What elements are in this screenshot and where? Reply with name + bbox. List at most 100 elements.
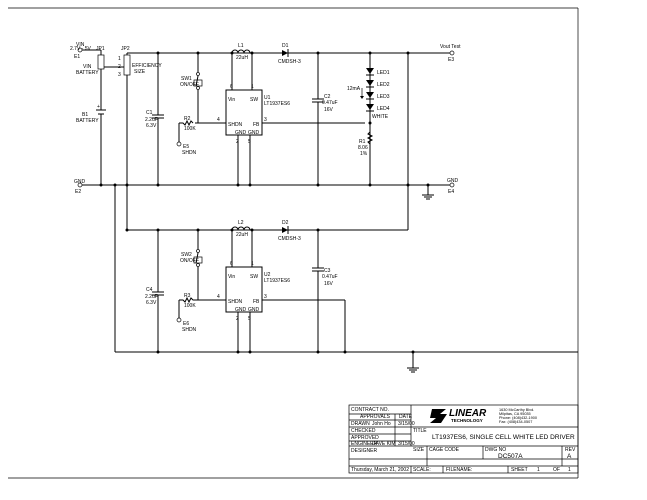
u1-pin-gnd2: GND bbox=[248, 130, 260, 136]
dwg-no-label: DWG NO bbox=[485, 447, 506, 453]
r1-label: R1 bbox=[359, 139, 366, 145]
jumper-jp1[interactable] bbox=[97, 54, 105, 70]
ic-u2 bbox=[225, 266, 263, 313]
terminal-e4[interactable] bbox=[449, 182, 455, 188]
terminal-e2[interactable] bbox=[77, 182, 83, 188]
diode-d2 bbox=[282, 227, 288, 233]
u2-label: U2 bbox=[264, 272, 271, 278]
jp1-battery-pin: BATTERY bbox=[76, 70, 99, 76]
u1-pin-sw: SW bbox=[250, 97, 258, 103]
r2-value: 100K bbox=[184, 126, 196, 132]
led-3 bbox=[366, 92, 374, 100]
svg-text:TECHNOLOGY: TECHNOLOGY bbox=[451, 418, 483, 423]
cage-code-label: CAGE CODE bbox=[429, 447, 460, 453]
ic-u1 bbox=[225, 89, 263, 136]
terminal-e5[interactable] bbox=[176, 141, 182, 147]
led4-label: LED4 bbox=[377, 106, 390, 112]
engineer-date: 3/15/00 bbox=[398, 441, 415, 447]
terminal-e6[interactable] bbox=[176, 317, 182, 323]
c3-volt: 16V bbox=[324, 281, 334, 287]
c3-value: 0.47uF bbox=[322, 274, 338, 280]
u2-pin-gnd: GND bbox=[235, 307, 247, 313]
jumper-jp2[interactable] bbox=[123, 54, 131, 76]
engineer-label: ENGINEER bbox=[351, 441, 378, 447]
sw1-mode: ON/OFF bbox=[180, 82, 199, 88]
c4-value: 2.2uF bbox=[145, 294, 158, 300]
led1-label: LED1 bbox=[377, 70, 390, 76]
r1-tol: 1% bbox=[360, 151, 368, 157]
battery-plus: + bbox=[97, 104, 100, 110]
shdn-bottom: SHDN bbox=[182, 327, 197, 333]
r2-label: R2 bbox=[184, 116, 191, 122]
sw2-mode: ON/OFF bbox=[180, 258, 199, 264]
title-label: TITLE bbox=[413, 428, 427, 434]
l2-label: L2 bbox=[238, 220, 244, 226]
engineer-name: DAVE KIM bbox=[372, 441, 396, 447]
u2-pin-fb: FB bbox=[253, 299, 260, 305]
jp1-vin-pin: VIN bbox=[83, 64, 92, 70]
inductor-l2 bbox=[231, 226, 251, 231]
jp2-pin1: 1 bbox=[118, 56, 121, 62]
phone: Phone: (408)432-1900 bbox=[499, 416, 537, 420]
u1-pin-vin: Vin bbox=[228, 97, 235, 103]
terminal-e3[interactable] bbox=[449, 50, 455, 56]
led-2 bbox=[366, 80, 374, 88]
b1-type: BATTERY bbox=[76, 118, 99, 124]
drawn-by: John Ho bbox=[372, 421, 391, 427]
approved-label: APPROVED bbox=[351, 435, 379, 441]
u1-pin-shdn: SHDN bbox=[228, 122, 243, 128]
d1-part: CMDSH-3 bbox=[278, 59, 301, 65]
u2-part: LT1937ES6 bbox=[264, 278, 290, 284]
c1-volt: 6.3V bbox=[146, 123, 157, 129]
e3-label: E3 bbox=[448, 57, 454, 63]
c2-value: 0.47uF bbox=[322, 100, 338, 106]
d1-label: D1 bbox=[282, 43, 289, 49]
address-line1: 1630 McCarthy Blvd. bbox=[499, 408, 534, 412]
d2-part: CMDSH-3 bbox=[278, 236, 301, 242]
date-label: DATE bbox=[399, 414, 413, 420]
vout-label: Vout Test bbox=[440, 44, 461, 50]
linear-technology-logo: LINEAR TECHNOLOGY bbox=[430, 408, 487, 423]
u1-part: LT1937ES6 bbox=[264, 101, 290, 107]
e1-label: E1 bbox=[74, 54, 80, 60]
vin-range: 2.7V - 5V bbox=[70, 46, 92, 52]
sheet-total: 1 bbox=[568, 467, 571, 473]
c1-value: 2.2uF bbox=[145, 117, 158, 123]
led3-label: LED3 bbox=[377, 94, 390, 100]
c4-volt: 6.3V bbox=[146, 300, 157, 306]
sheet-no: 1 bbox=[537, 467, 540, 473]
u1-pin-fb: FB bbox=[253, 122, 260, 128]
led-4 bbox=[366, 104, 374, 112]
efficiency-label: EFFICIENCY bbox=[132, 63, 162, 69]
d2-label: D2 bbox=[282, 220, 289, 226]
of-label: OF bbox=[553, 467, 560, 473]
ground-symbol-top bbox=[422, 185, 434, 200]
c2-label: C2 bbox=[324, 94, 331, 100]
scale-label: SCALE: bbox=[413, 467, 431, 473]
e2-label: E2 bbox=[75, 189, 81, 195]
sheet-label: SHEET bbox=[511, 467, 528, 473]
top-circuit: VIN 2.7V - 5V E1 JP1 VIN BATTERY + B1 BA… bbox=[70, 42, 461, 230]
dwg-no: DC507A bbox=[498, 453, 523, 460]
sw2-label: SW2 bbox=[181, 252, 192, 258]
gnd-right-label: GND bbox=[447, 178, 459, 184]
u1-label: U1 bbox=[264, 95, 271, 101]
rev-value: A bbox=[567, 453, 572, 460]
switch-sw2[interactable] bbox=[193, 256, 203, 264]
l1-value: 22uH bbox=[236, 55, 248, 61]
switch-sw1[interactable] bbox=[193, 79, 203, 87]
led-color: WHITE bbox=[372, 114, 389, 120]
designer-label: DESIGNER bbox=[351, 448, 378, 454]
size-label: SIZE bbox=[134, 69, 146, 75]
shdn-top: SHDN bbox=[182, 150, 197, 156]
size-label-tb: SIZE bbox=[413, 447, 425, 453]
b1-label: B1 bbox=[82, 112, 88, 118]
l1-label: L1 bbox=[238, 43, 244, 49]
drawn-label: DRAWN bbox=[351, 421, 370, 427]
sheet-border bbox=[8, 7, 579, 479]
inductor-l1 bbox=[231, 49, 251, 54]
diode-d1 bbox=[282, 50, 288, 56]
fax: Fax: (408)434-0507 bbox=[499, 420, 532, 424]
drawing-title: LT1937ES6, SINGLE CELL WHITE LED DRIVER bbox=[432, 434, 575, 441]
